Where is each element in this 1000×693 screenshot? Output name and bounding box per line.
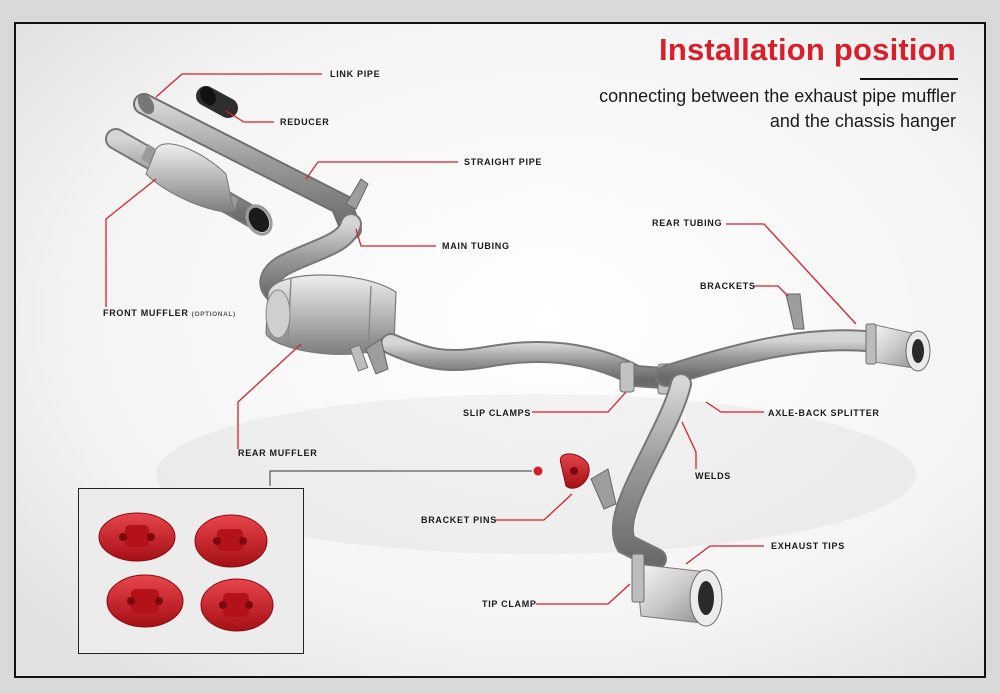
exhaust-tip-lower: [631, 553, 723, 627]
leader-brackets: [754, 285, 789, 297]
label-link-pipe: LINK PIPE: [330, 69, 381, 79]
rear-muffler: [265, 274, 397, 355]
bracket-pins-inset: [78, 488, 304, 654]
leader-tip-clamp: [536, 583, 631, 605]
label-brackets: BRACKETS: [700, 281, 756, 291]
label-rear-tubing: REAR TUBING: [652, 218, 723, 228]
label-rear-muffler: REAR MUFFLER: [238, 448, 318, 458]
label-front-muffler-note: (OPTIONAL): [191, 311, 236, 318]
bracket-pin-marker: [533, 466, 543, 476]
exhaust-tip-upper: [865, 323, 931, 372]
diagram-frame: Installation position connecting between…: [14, 22, 986, 678]
leader-link-pipe: [155, 73, 322, 98]
title-underline: [860, 78, 958, 80]
leader-inset: [269, 470, 532, 486]
leader-slip-clamps: [532, 391, 627, 413]
leader-main-tubing: [355, 228, 436, 247]
leader-rear-tubing: [726, 223, 857, 325]
front-muffler: [105, 128, 273, 236]
label-front-muffler-text: FRONT MUFFLER: [103, 308, 189, 318]
reducer: [196, 86, 238, 118]
brackets: [345, 178, 805, 510]
leader-rear-muffler: [237, 343, 302, 449]
exhaust-system-diagram: [105, 73, 931, 627]
bracket-pin-3: [106, 574, 184, 628]
label-front-muffler: FRONT MUFFLER (OPTIONAL): [103, 308, 236, 318]
bracket-pin-2: [194, 514, 268, 568]
bracket-pin-4: [200, 578, 274, 632]
label-tip-clamp: TIP CLAMP: [482, 599, 537, 609]
leader-axle-back: [705, 401, 764, 413]
label-main-tubing: MAIN TUBING: [442, 241, 510, 251]
leader-reducer: [225, 110, 274, 123]
leader-straight-pipe: [305, 161, 458, 180]
label-straight-pipe: STRAIGHT PIPE: [464, 157, 543, 167]
subtitle-line-2: and the chassis hanger: [769, 111, 956, 131]
leader-welds: [681, 421, 697, 469]
lower-branch: [611, 373, 692, 570]
label-reducer: REDUCER: [280, 117, 330, 127]
bracket-pins-photo: [98, 512, 274, 632]
subtitle-line-1: connecting between the exhaust pipe muff…: [599, 86, 956, 106]
leader-exhaust-tips: [685, 545, 764, 565]
leader-lines: [105, 73, 857, 605]
bracket-pin-part: [559, 453, 590, 489]
label-axle-back-splitter: AXLE-BACK SPLITTER: [768, 408, 880, 418]
leader-front-muffler: [105, 178, 157, 307]
label-exhaust-tips: EXHAUST TIPS: [771, 541, 845, 551]
leader-bracket-pins: [494, 493, 573, 521]
label-bracket-pins: BRACKET PINS: [421, 515, 497, 525]
rear-tubing: [655, 329, 887, 387]
bracket-pin-1: [98, 512, 176, 562]
label-slip-clamps: SLIP CLAMPS: [463, 408, 532, 418]
page-title: Installation position: [659, 32, 956, 67]
label-welds: WELDS: [695, 471, 731, 481]
mid-pipe: [349, 333, 687, 390]
